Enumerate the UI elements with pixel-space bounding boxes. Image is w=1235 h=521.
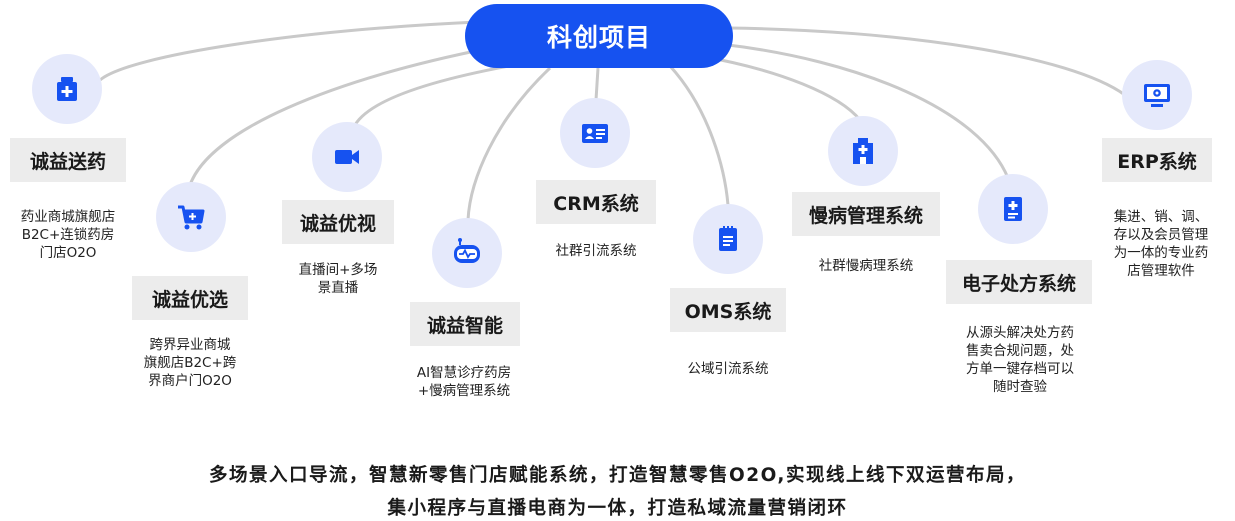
connector-line <box>668 64 730 206</box>
desc-line: 景直播 <box>317 280 359 296</box>
desc-line: 直播间+多场 <box>298 262 378 278</box>
desc-line: 为一体的专业药 <box>1113 245 1209 261</box>
hub-title: 科创项目 <box>465 4 733 68</box>
footer-line: 多场景入口导流，智慧新零售门店赋能系统，打造智慧零售O2O,实现线上线下双运营布… <box>209 465 1026 486</box>
node-description: 跨界异业商城 旗舰店B2C+跨 界商户门O2O <box>120 336 260 390</box>
medicine-box-icon <box>32 54 102 124</box>
video-camera-icon <box>312 122 382 192</box>
robot-icon <box>432 218 502 288</box>
desc-line: 社群慢病理系统 <box>818 258 914 274</box>
desc-line: 存以及会员管理 <box>1113 227 1209 243</box>
node-description: 直播间+多场 景直播 <box>278 261 398 297</box>
node-description: 社群引流系统 <box>532 242 660 260</box>
desc-line: 跨界异业商城 <box>149 337 231 353</box>
connector-line <box>353 62 521 126</box>
desc-line: 界商户门O2O <box>148 373 232 389</box>
node-title: 诚益智能 <box>410 302 520 346</box>
node-description: 集进、销、调、 存以及会员管理 为一体的专业药 店管理软件 <box>1094 208 1228 280</box>
node-description: 药业商城旗舰店 B2C+连锁药房 门店O2O <box>0 208 136 262</box>
desc-line: 从源头解决处方药 <box>966 325 1074 341</box>
prescription-icon <box>978 174 1048 244</box>
monitor-gear-icon <box>1122 60 1192 130</box>
desc-line: 旗舰店B2C+跨 <box>143 355 237 371</box>
shopping-cart-icon <box>156 182 226 252</box>
node-title: CRM系统 <box>536 180 656 224</box>
desc-line: AI智慧诊疗药房 <box>416 365 512 381</box>
clipboard-icon <box>693 204 763 274</box>
desc-line: 药业商城旗舰店 <box>20 209 116 225</box>
node-description: 从源头解决处方药 售卖合规问题，处 方单一键存档可以 随时查验 <box>946 324 1094 396</box>
node-description: 公域引流系统 <box>664 360 792 378</box>
node-title: 慢病管理系统 <box>792 192 940 236</box>
connector-line <box>188 46 491 186</box>
desc-line: 门店O2O <box>39 245 97 261</box>
connector-line <box>699 54 862 121</box>
connector-line <box>727 26 1126 97</box>
desc-line: 公域引流系统 <box>687 361 769 377</box>
node-title: ERP系统 <box>1102 138 1212 182</box>
id-card-icon <box>560 98 630 168</box>
desc-line: +慢病管理系统 <box>417 383 511 399</box>
node-title: 诚益优选 <box>132 276 248 320</box>
desc-line: 店管理软件 <box>1127 263 1195 279</box>
connector-line <box>99 20 479 82</box>
desc-line: 售卖合规问题，处 <box>966 343 1074 359</box>
node-title: OMS系统 <box>670 288 786 332</box>
hospital-icon <box>828 116 898 186</box>
desc-line: 随时查验 <box>993 379 1047 395</box>
node-title: 电子处方系统 <box>946 260 1092 304</box>
desc-line: 方单一键存档可以 <box>966 361 1074 377</box>
desc-line: 集进、销、调、 <box>1113 209 1209 225</box>
connector-line <box>594 67 600 101</box>
node-description: AI智慧诊疗药房 +慢病管理系统 <box>392 364 536 400</box>
footer-line: 集小程序与直播电商为一体，打造私域流量营销闭环 <box>387 498 848 519</box>
desc-line: 社群引流系统 <box>555 243 637 259</box>
connector-line <box>466 66 552 221</box>
node-title: 诚益送药 <box>10 138 126 182</box>
node-description: 社群慢病理系统 <box>796 257 936 275</box>
connector-line <box>719 42 1010 179</box>
node-title: 诚益优视 <box>282 200 394 244</box>
desc-line: B2C+连锁药房 <box>21 227 115 243</box>
